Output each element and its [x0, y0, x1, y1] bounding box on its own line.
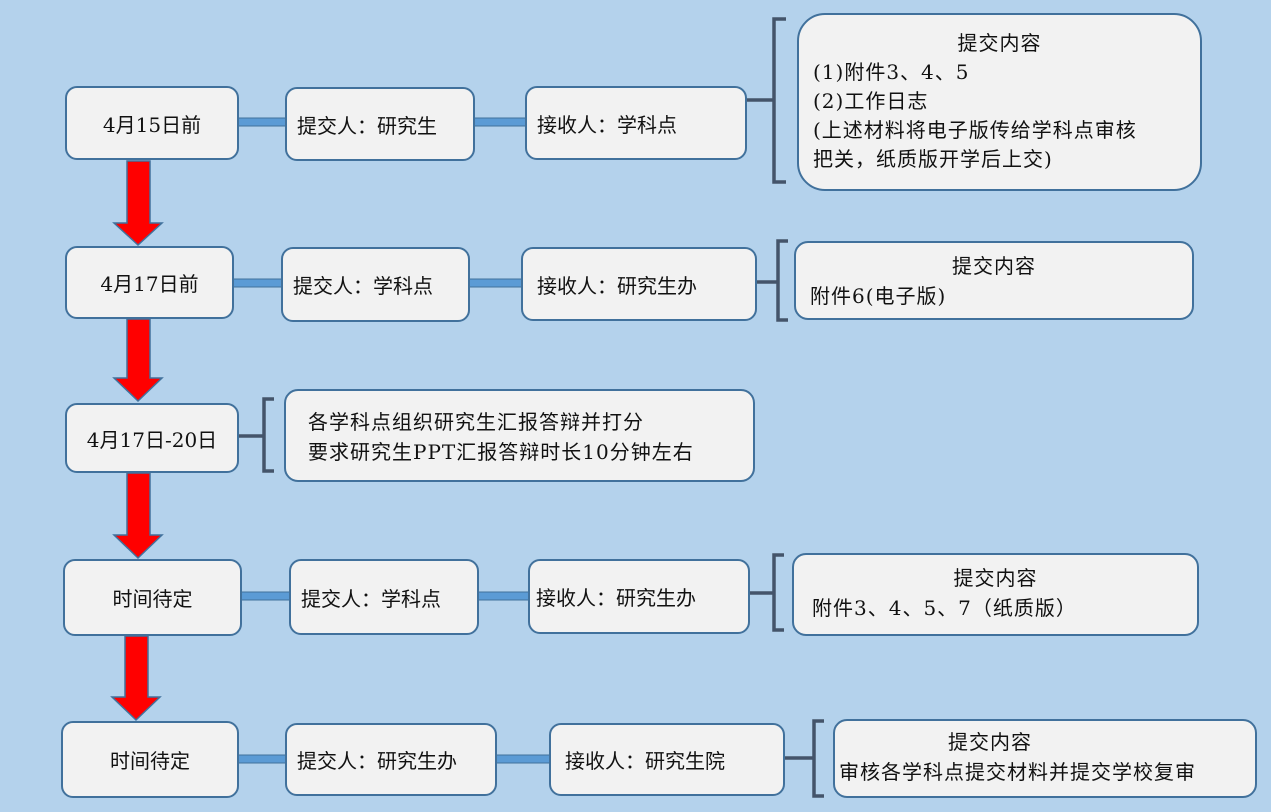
date-label: 4月17日前	[100, 272, 199, 296]
connector	[237, 754, 287, 764]
content-title: 提交内容	[957, 31, 1042, 55]
date-label: 4月15日前	[102, 112, 202, 137]
receiver-label: 接收人：研究生院	[565, 749, 725, 773]
content-box: 提交内容 审核各学科点提交材料并提交学校复审	[833, 719, 1257, 798]
receiver-box: 接收人：研究生办	[521, 247, 757, 321]
submitter-label: 提交人：研究生办	[297, 749, 457, 773]
date-box: 4月17日前	[65, 246, 234, 319]
content-title: 提交内容	[953, 566, 1038, 590]
content-line: 各学科点组织研究生汇报答辩并打分	[308, 410, 644, 434]
content-box: 提交内容 (1)附件3、4、5 (2)工作日志 (上述材料将电子版传给学科点审核…	[797, 13, 1202, 191]
submitter-box: 提交人：研究生办	[285, 723, 497, 796]
receiver-box: 接收人：学科点	[525, 86, 747, 160]
content-line: (上述材料将电子版传给学科点审核	[813, 118, 1137, 142]
receiver-label: 接收人：研究生办	[536, 586, 696, 610]
content-line: 附件6(电子版)	[810, 284, 947, 308]
submitter-label: 提交人：研究生	[297, 113, 437, 138]
connector	[237, 117, 287, 127]
submitter-label: 提交人：学科点	[301, 586, 441, 611]
receiver-label: 接收人：研究生办	[537, 273, 697, 298]
bracket	[746, 17, 786, 184]
content-line: 审核各学科点提交材料并提交学校复审	[839, 760, 1196, 784]
down-arrow-icon	[110, 635, 162, 722]
content-box: 提交内容 附件3、4、5、7（纸质版）	[792, 553, 1199, 636]
bracket	[749, 553, 784, 632]
date-box: 时间待定	[63, 559, 242, 636]
connector	[495, 754, 551, 764]
content-line: (2)工作日志	[813, 89, 929, 113]
date-box: 4月17日-20日	[65, 403, 239, 473]
date-label: 时间待定	[110, 749, 190, 773]
submitter-label: 提交人：学科点	[293, 274, 433, 298]
content-title: 提交内容	[952, 254, 1036, 278]
connector	[232, 278, 283, 288]
date-box: 时间待定	[61, 721, 239, 798]
content-line: 要求研究生PPT汇报答辩时长10分钟左右	[308, 440, 694, 464]
content-line: 把关，纸质版开学后上交)	[813, 147, 1053, 171]
content-box: 各学科点组织研究生汇报答辩并打分 要求研究生PPT汇报答辩时长10分钟左右	[284, 389, 755, 482]
down-arrow-icon	[112, 318, 164, 403]
bracket	[238, 397, 274, 473]
receiver-label: 接收人：学科点	[537, 112, 677, 137]
content-box: 提交内容 附件6(电子版)	[794, 241, 1194, 320]
down-arrow-icon	[112, 472, 164, 560]
connector	[240, 591, 291, 601]
down-arrow-icon	[112, 160, 164, 247]
connector	[477, 591, 530, 601]
content-line: 附件3、4、5、7（纸质版）	[812, 596, 1077, 620]
bracket	[784, 719, 824, 798]
receiver-box: 接收人：研究生院	[549, 723, 785, 796]
submitter-box: 提交人：研究生	[285, 87, 475, 161]
content-line: (1)附件3、4、5	[813, 60, 970, 84]
content-title: 提交内容	[948, 730, 1032, 754]
receiver-box: 接收人：研究生办	[528, 559, 750, 634]
date-label: 4月17日-20日	[86, 427, 218, 452]
bracket	[756, 239, 788, 322]
submitter-box: 提交人：学科点	[281, 247, 470, 322]
date-box: 4月15日前	[65, 86, 239, 160]
connector	[473, 117, 527, 127]
date-label: 时间待定	[112, 587, 193, 611]
connector	[468, 278, 523, 288]
submitter-box: 提交人：学科点	[289, 559, 479, 635]
